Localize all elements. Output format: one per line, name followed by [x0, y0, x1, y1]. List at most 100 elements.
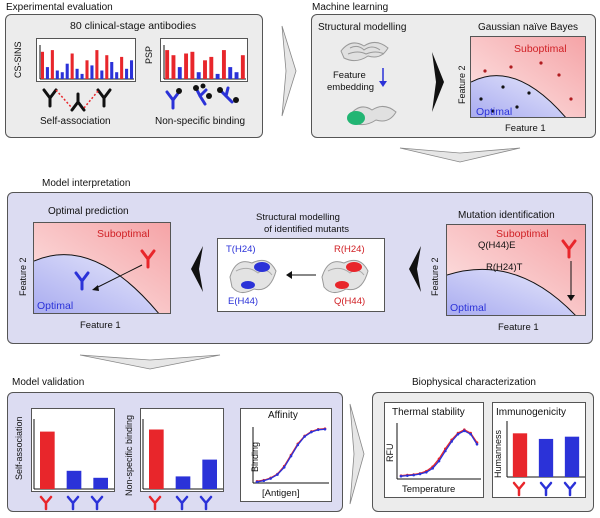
thermal-stability-title: Thermal stability [392, 407, 465, 418]
psp-bars [163, 45, 246, 80]
data-point [296, 443, 300, 447]
protein-structure-icon [340, 42, 389, 62]
bar [95, 50, 99, 79]
q-h44e-label: Q(H44)E [478, 240, 516, 251]
feature-embedding-label-1: Feature [333, 70, 366, 81]
data-point [425, 470, 428, 474]
gnb-feature-space [470, 36, 586, 118]
data-point [316, 428, 320, 432]
cs-sins-label: CS-SINS [13, 41, 23, 78]
mutation-space [447, 225, 585, 315]
bar [149, 429, 164, 489]
optimal-label-right: Optimal [450, 302, 487, 314]
self-association-caption: Self-association [40, 116, 111, 127]
humanness-axis-label: Humanness [493, 429, 503, 478]
bar [65, 63, 69, 79]
affinity-chart [240, 408, 332, 502]
psp-chart [160, 38, 248, 82]
binding-axis-label: Binding [250, 441, 260, 472]
immunogenicity-chart [492, 402, 586, 498]
bar [115, 72, 119, 79]
feature-embedding-label-2: embedding [327, 82, 375, 93]
thermal-stability-chart [384, 402, 484, 498]
series-line-red [400, 428, 478, 477]
feature1-label-ml: Feature 1 [505, 123, 546, 134]
data-point [463, 429, 466, 433]
non-specific-binding-chart [140, 408, 224, 492]
non-specific-binding-axis-label: Non-specific binding [124, 414, 134, 496]
bar [175, 476, 191, 489]
structural-modelling-mutants-1: Structural modelling [256, 212, 340, 223]
bar [125, 68, 129, 79]
section-title-biophys: Biophysical characterization [412, 377, 536, 388]
bar [171, 55, 176, 79]
rfu-axis-label: RFU [385, 443, 395, 463]
temperature-axis-label: Temperature [402, 484, 456, 495]
self-association-bars [33, 419, 114, 490]
data-point [418, 472, 422, 476]
chevron-left-icon [191, 246, 203, 292]
section-title-experimental: Experimental evaluation [6, 2, 113, 13]
ml-modelling-label: Structural modelling [318, 22, 407, 33]
r-h24-label: R(H24) [334, 244, 365, 255]
bar [196, 72, 201, 79]
bar [228, 67, 233, 79]
mutant-structures [229, 259, 369, 293]
feature2-label-ml: Feature 2 [457, 65, 467, 104]
bar [165, 50, 170, 79]
bar [40, 431, 55, 489]
antibody-icons-nsb [148, 495, 213, 511]
psp-label: PSP [144, 45, 154, 64]
optimal-prediction-label: Optimal prediction [48, 206, 129, 217]
data-point [269, 477, 272, 480]
bar [538, 438, 554, 477]
cs-sins-chart [36, 38, 136, 82]
optimal-label-ml: Optimal [476, 106, 513, 118]
feature2-label-left: Feature 2 [18, 257, 28, 296]
bar [45, 67, 49, 79]
data-point [323, 427, 327, 431]
bar [215, 73, 220, 79]
gnb-label: Gaussian naïve Bayes [478, 22, 579, 33]
bar [221, 50, 226, 79]
chevron-left-icon [409, 246, 421, 292]
mutant-structures-box [217, 238, 385, 312]
data-point [444, 449, 447, 453]
data-point [276, 473, 279, 476]
optimal-prediction-plot [33, 222, 171, 314]
bar [80, 73, 84, 79]
bar [240, 55, 245, 79]
bar [512, 433, 528, 477]
bar [70, 53, 74, 79]
t-h24-label: T(H24) [226, 244, 256, 255]
bar [40, 51, 45, 79]
bar [110, 62, 114, 79]
bar [177, 67, 182, 79]
r-h24t-label: R(H24)T [486, 262, 523, 273]
antibody-interaction-icons [42, 83, 239, 112]
data-point [475, 442, 479, 446]
bar [105, 55, 109, 79]
optimal-prediction-space [34, 223, 170, 313]
section-title-validation: Model validation [12, 377, 85, 388]
bar [120, 56, 124, 79]
chevron-right-icon [281, 25, 297, 117]
cs-sins-bars [39, 45, 134, 80]
embedded-structure-icon [347, 106, 397, 126]
antibody-icons-humanness [512, 481, 577, 497]
humanness-bars [506, 421, 585, 478]
optimal-label-left: Optimal [37, 300, 74, 312]
data-point [282, 466, 286, 469]
bar [202, 459, 217, 489]
chevron-down-icon [399, 147, 521, 163]
bar [75, 68, 79, 79]
section-title-interpretation: Model interpretation [42, 178, 131, 189]
bar [564, 436, 580, 477]
data-point [406, 474, 409, 477]
antibody-icons-sa [39, 495, 104, 511]
structural-modelling-mutants-2: of identified mutants [264, 224, 350, 235]
non-specific-binding-caption: Non-specific binding [155, 116, 246, 127]
data-point [431, 467, 434, 470]
data-point [289, 454, 293, 458]
